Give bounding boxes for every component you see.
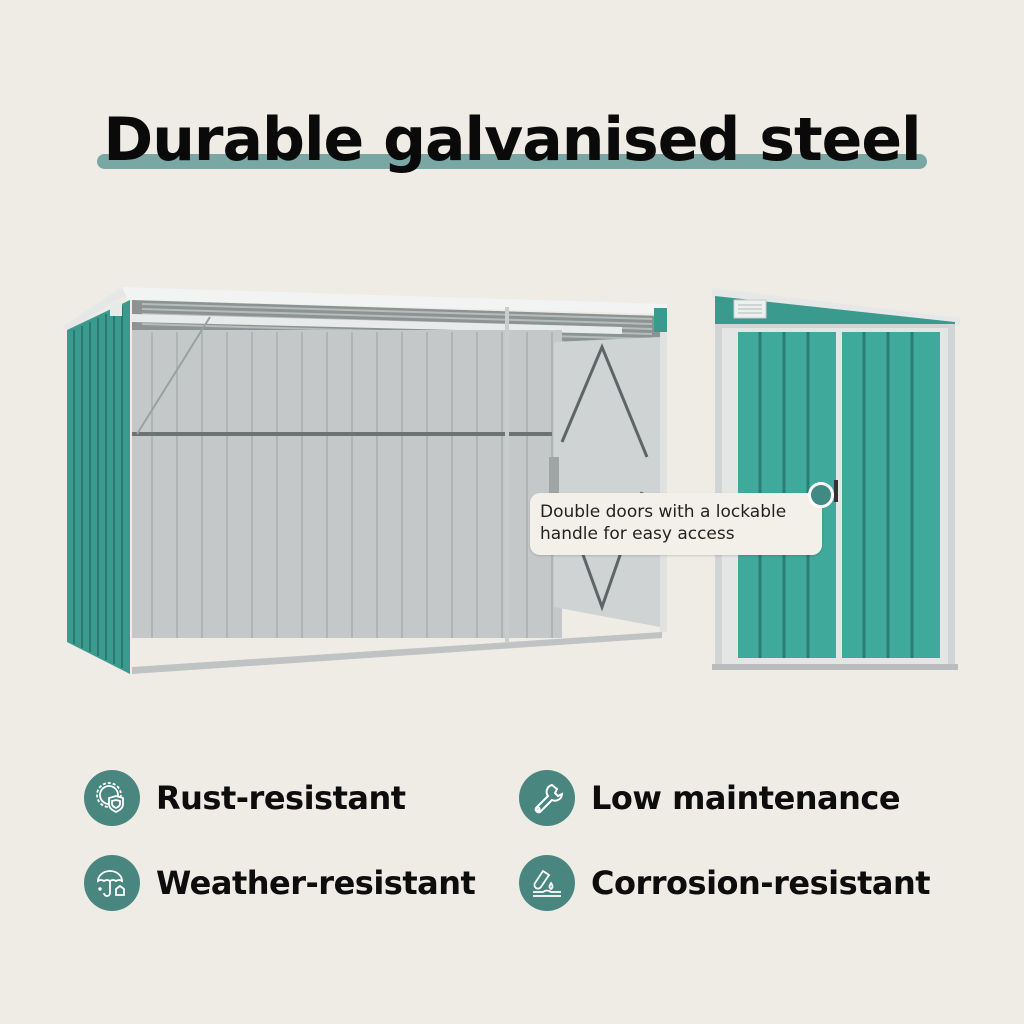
feature-label: Corrosion-resistant [591, 864, 931, 902]
feature-label: Weather-resistant [156, 864, 476, 902]
feature-rust-resistant: Rust-resistant [84, 770, 406, 826]
page-title: Durable galvanised steel [103, 105, 921, 175]
door-callout: Double doors with a lockable handle for … [530, 493, 822, 555]
feature-label: Low maintenance [591, 779, 901, 817]
feature-weather-resistant: Weather-resistant [84, 855, 476, 911]
callout-line-1: Double doors with a lockable [540, 502, 787, 522]
closed-shed-image [710, 284, 965, 672]
feature-label: Rust-resistant [156, 779, 406, 817]
test-tube-drop-icon [519, 855, 575, 911]
feature-corrosion-resistant: Corrosion-resistant [519, 855, 931, 911]
wrench-icon [519, 770, 575, 826]
callout-text: Double doors with a lockable handle for … [540, 501, 786, 545]
feature-low-maintenance: Low maintenance [519, 770, 901, 826]
header: Durable galvanised steel [0, 100, 1024, 190]
gear-shield-icon [84, 770, 140, 826]
open-shed-image [62, 282, 672, 674]
title-underline [97, 154, 927, 169]
callout-line-2: handle for easy access [540, 524, 735, 544]
umbrella-house-icon [84, 855, 140, 911]
callout-marker-dot [808, 482, 834, 508]
